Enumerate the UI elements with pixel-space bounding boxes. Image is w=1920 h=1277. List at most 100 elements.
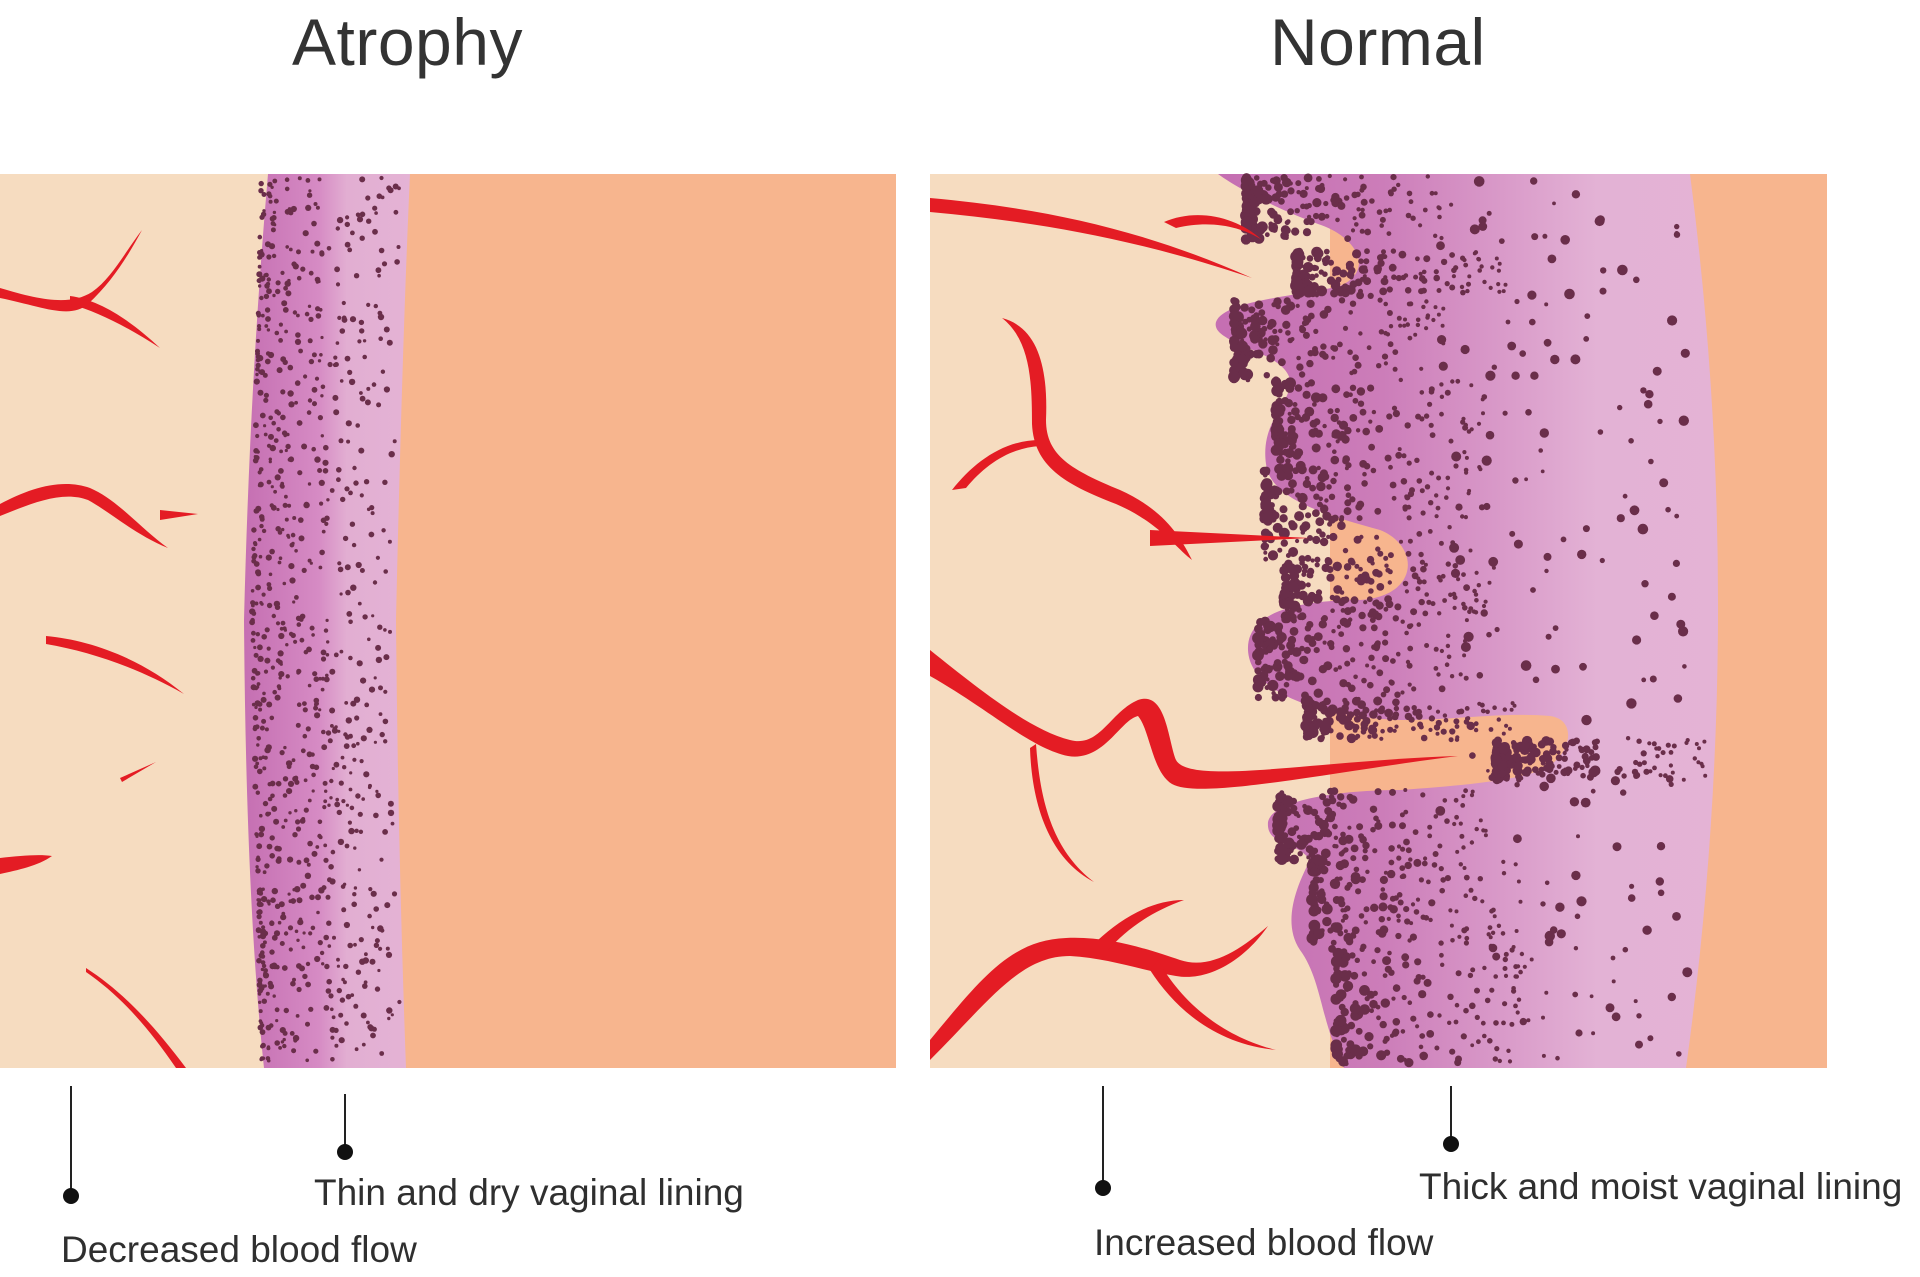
cell-dot bbox=[1287, 415, 1296, 425]
cell-dot bbox=[1342, 980, 1354, 992]
cell-dot bbox=[1407, 938, 1412, 943]
cell-dot bbox=[264, 746, 271, 754]
cell-dot bbox=[1343, 929, 1348, 934]
cell-dot bbox=[1350, 971, 1359, 980]
cell-dot bbox=[266, 328, 271, 332]
cell-dot bbox=[1427, 824, 1433, 830]
cell-dot bbox=[268, 199, 273, 204]
cell-dot bbox=[1542, 233, 1548, 239]
cell-dot bbox=[1356, 500, 1365, 509]
cell-dot bbox=[280, 620, 286, 626]
cell-dot bbox=[1288, 479, 1297, 489]
cell-dot bbox=[334, 1043, 339, 1048]
cell-dot bbox=[267, 351, 275, 359]
cell-dot bbox=[1360, 729, 1367, 735]
cell-dot bbox=[366, 302, 371, 307]
cell-dot bbox=[1581, 714, 1592, 726]
cell-dot bbox=[1453, 1019, 1459, 1025]
cell-dot bbox=[264, 657, 271, 664]
cell-dot bbox=[1263, 625, 1272, 635]
cell-dot bbox=[273, 818, 280, 825]
cell-dot bbox=[302, 973, 308, 980]
cell-dot bbox=[345, 993, 352, 1000]
cell-dot bbox=[326, 920, 332, 926]
cell-dot bbox=[1477, 465, 1482, 470]
cell-dot bbox=[1396, 315, 1402, 321]
cell-dot bbox=[1290, 337, 1295, 342]
cell-dot bbox=[1626, 698, 1637, 709]
cell-dot bbox=[1238, 369, 1246, 377]
cell-dot bbox=[302, 701, 307, 706]
cell-dot bbox=[274, 694, 281, 701]
cell-dot bbox=[288, 563, 295, 570]
cell-dot bbox=[1399, 539, 1403, 544]
cell-dot bbox=[1551, 664, 1560, 674]
cell-dot bbox=[1523, 766, 1532, 775]
cell-dot bbox=[1382, 630, 1389, 637]
cell-dot bbox=[342, 765, 347, 770]
cell-dot bbox=[270, 897, 276, 903]
cell-dot bbox=[256, 338, 260, 343]
cell-dot bbox=[1403, 705, 1410, 713]
cell-dot bbox=[1368, 419, 1373, 424]
cell-dot bbox=[357, 601, 362, 606]
cell-dot bbox=[1298, 555, 1306, 563]
cell-dot bbox=[1332, 449, 1337, 455]
cell-dot bbox=[1264, 232, 1270, 238]
cell-dot bbox=[258, 481, 264, 488]
cell-dot bbox=[1440, 877, 1446, 883]
cell-dot bbox=[1344, 466, 1349, 471]
cell-dot bbox=[1370, 467, 1377, 474]
cell-dot bbox=[1580, 772, 1586, 779]
cell-dot bbox=[305, 204, 312, 211]
cell-dot bbox=[266, 277, 271, 282]
cell-dot bbox=[1465, 288, 1470, 294]
cell-dot bbox=[1294, 448, 1304, 458]
cell-dot bbox=[373, 942, 380, 948]
cell-dot bbox=[1483, 502, 1491, 511]
cell-dot bbox=[1376, 1015, 1381, 1021]
cell-dot bbox=[1477, 876, 1484, 882]
cell-dot bbox=[1435, 731, 1440, 736]
cell-dot bbox=[1354, 361, 1362, 369]
cell-dot bbox=[1379, 875, 1388, 885]
cell-dot bbox=[309, 894, 315, 901]
cell-dot bbox=[1462, 653, 1467, 658]
cell-dot bbox=[1351, 696, 1361, 706]
cell-dot bbox=[1338, 517, 1344, 523]
cell-dot bbox=[1283, 297, 1291, 305]
cell-dot bbox=[279, 941, 285, 946]
cell-dot bbox=[1439, 952, 1444, 958]
cell-dot bbox=[1354, 563, 1360, 569]
cell-dot bbox=[1332, 896, 1341, 904]
cell-dot bbox=[1342, 457, 1349, 465]
cell-dot bbox=[359, 235, 365, 241]
cell-dot bbox=[1684, 740, 1689, 746]
cell-dot bbox=[337, 561, 342, 566]
cell-dot bbox=[1420, 287, 1427, 294]
cell-dot bbox=[1312, 535, 1321, 545]
cell-dot bbox=[342, 882, 347, 886]
cell-dot bbox=[381, 261, 388, 267]
cell-dot bbox=[277, 920, 282, 925]
cell-dot bbox=[358, 319, 365, 326]
cell-dot bbox=[1370, 624, 1378, 632]
cell-dot bbox=[388, 629, 392, 634]
cell-dot bbox=[1346, 881, 1353, 888]
cell-dot bbox=[266, 479, 272, 485]
cell-dot bbox=[1469, 793, 1475, 798]
cell-dot bbox=[1571, 870, 1581, 881]
cell-dot bbox=[1302, 286, 1315, 298]
cell-dot bbox=[1355, 428, 1361, 433]
cell-dot bbox=[1410, 608, 1418, 616]
cell-dot bbox=[1356, 207, 1361, 212]
cell-dot bbox=[273, 198, 279, 204]
cell-dot bbox=[1492, 705, 1497, 710]
cell-dot bbox=[1278, 328, 1283, 334]
cell-dot bbox=[341, 977, 345, 982]
cell-dot bbox=[1492, 914, 1497, 919]
cell-dot bbox=[260, 960, 266, 965]
cell-dot bbox=[1406, 190, 1413, 197]
cell-dot bbox=[297, 176, 302, 181]
cell-dot bbox=[256, 855, 260, 860]
